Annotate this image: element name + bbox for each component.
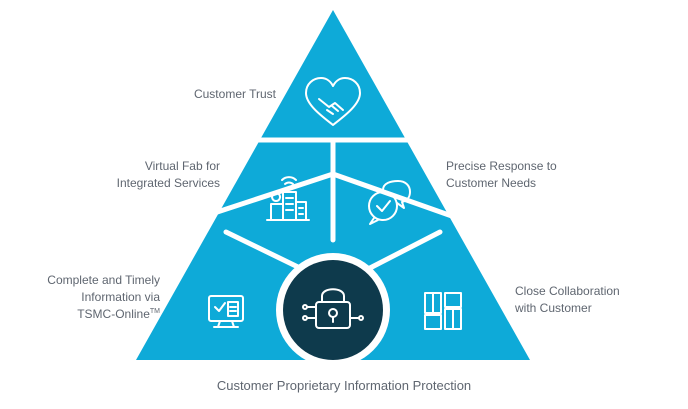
label-close-collaboration: Close Collaboration with Customer [515,283,620,317]
label-precise-response-line-2: Customer Needs [446,176,537,190]
monitor-check-icon [208,295,244,328]
label-customer-trust: Customer Trust [194,86,276,103]
label-precise-response-line-1: Precise Response to [446,159,557,173]
label-tsmc-online: TSMC-Online [77,307,150,321]
label-center-protection: Customer Proprietary Information Protect… [0,377,688,394]
label-virtual-fab: Virtual Fab for Integrated Services [117,158,220,192]
label-virtual-fab-line-1: Virtual Fab for [144,159,220,173]
divider-tier2-left [196,171,336,221]
label-close-collaboration-line-2: with Customer [515,301,592,315]
label-center-protection-text: Customer Proprietary Information Protect… [216,378,472,393]
label-complete-timely-info-line-3: TSMC-OnlineTM [47,306,160,323]
buildings-signal-icon [266,176,310,221]
label-customer-trust-line-1: Customer Trust [193,87,276,101]
linked-blocks-icon [424,292,462,330]
label-complete-timely-info-line-1: Complete and Timely [47,273,160,287]
segment-dividers [196,137,483,271]
label-precise-response: Precise Response to Customer Needs [446,158,557,192]
label-complete-timely-info: Complete and Timely Information via TSMC… [47,272,160,323]
chat-check-icon [368,180,411,225]
label-close-collaboration-line-1: Close Collaboration [515,284,620,298]
divider-lower-right [367,229,443,271]
handshake-heart-icon [305,77,361,126]
divider-lower-left [223,229,303,271]
trademark-superscript: TM [149,308,160,315]
lock-circuit-icon [302,288,364,329]
label-virtual-fab-line-2: Integrated Services [116,176,220,190]
label-complete-timely-info-line-2: Information via [81,290,160,304]
